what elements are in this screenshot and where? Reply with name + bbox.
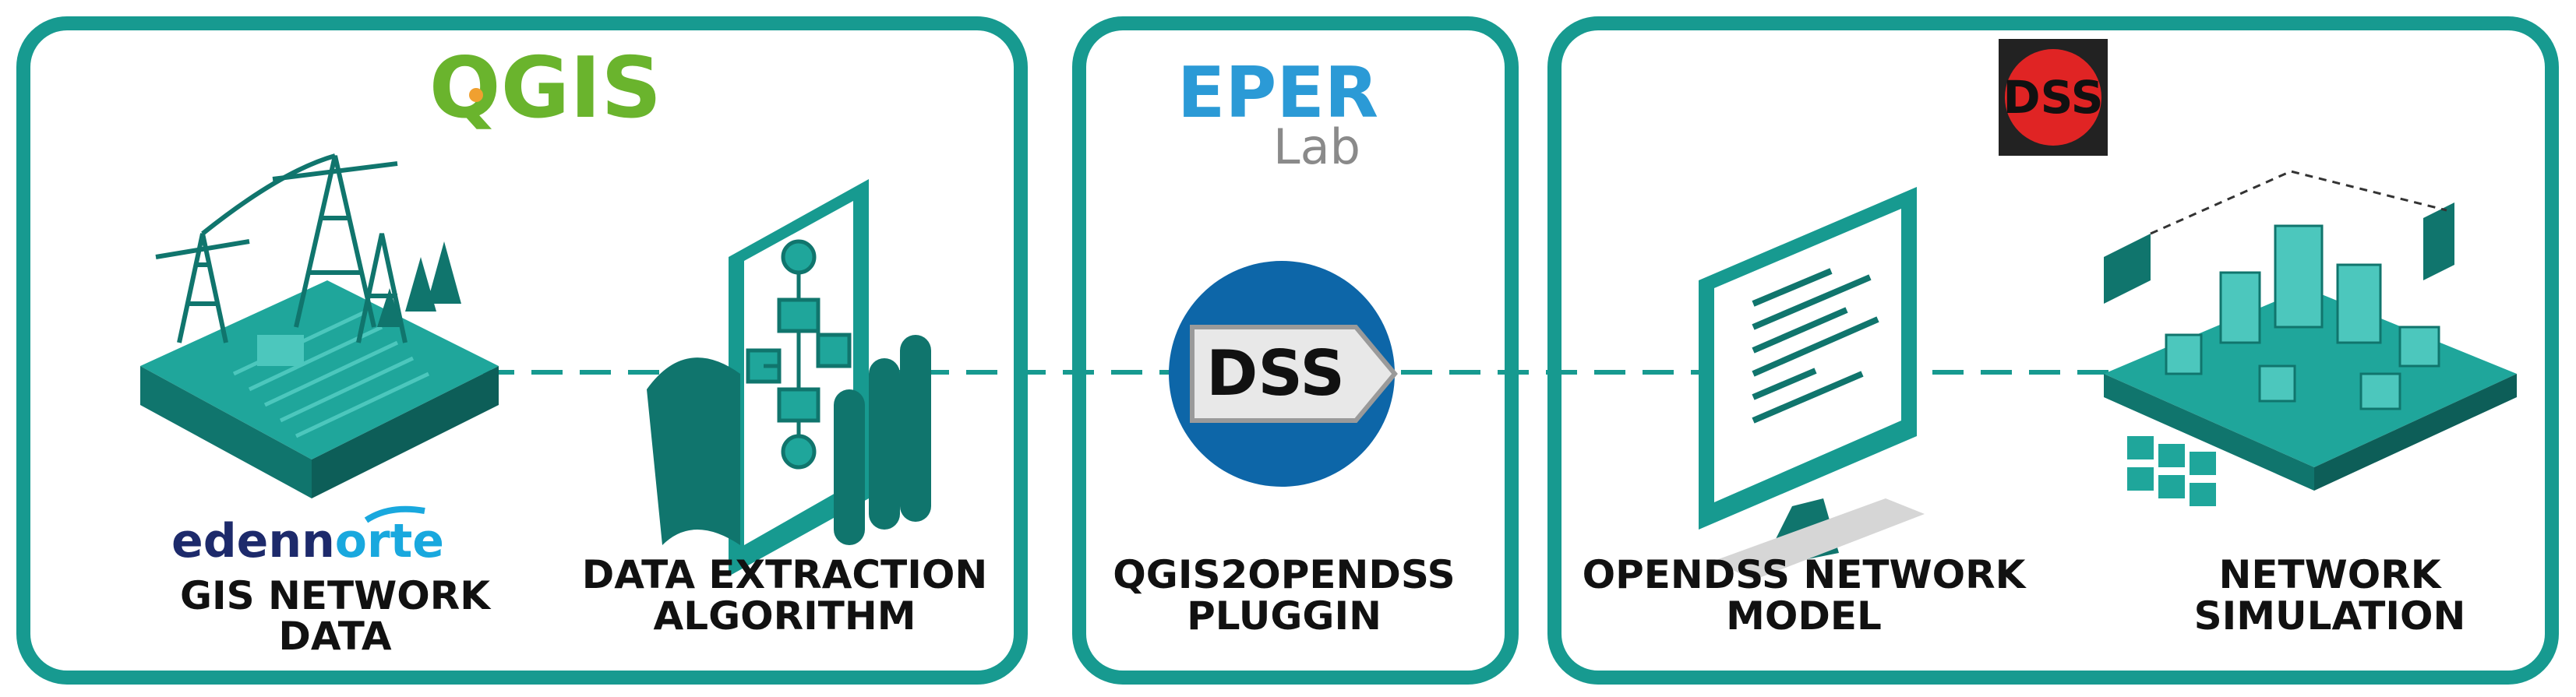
- code-monitor-illustration: [1699, 187, 1925, 580]
- caption-model-line1: OPENDSS NETWORK: [1583, 552, 2027, 597]
- edenorte-logo-swoosh: [364, 505, 425, 523]
- eper-logo-text: EPER: [1177, 52, 1378, 134]
- edenorte-logo-part1: eden: [171, 514, 302, 569]
- flowchart-illustration: [647, 179, 931, 576]
- caption-plugin-line1: QGIS2OPENDSS: [1113, 552, 1455, 597]
- qgis-logo-text: QGIS: [429, 40, 662, 137]
- qgis-logo-dot: [469, 88, 483, 102]
- dss-plugin-icon: DSS: [1169, 261, 1398, 487]
- qgis-logo: QGIS: [429, 40, 662, 137]
- caption-model-line2: MODEL: [1726, 593, 1882, 639]
- eper-lab-text: Lab: [1273, 118, 1360, 175]
- caption-data-extraction-line2: ALGORITHM: [654, 593, 916, 639]
- caption-plugin-line2: PLUGGIN: [1187, 593, 1382, 639]
- caption-simulation-line1: NETWORK: [2218, 552, 2442, 597]
- caption-gis-network-data-line2: DATA: [278, 614, 392, 659]
- eper-lab-logo: EPER Lab: [1177, 52, 1378, 175]
- caption-gis-network-data-line1: GIS NETWORK: [180, 573, 492, 618]
- power-grid-illustration: [140, 153, 499, 498]
- edenorte-logo-part2: orte: [335, 514, 444, 569]
- caption-simulation-line2: SIMULATION: [2194, 593, 2466, 639]
- svg-text:edennorte: edennorte: [171, 514, 444, 569]
- opendss-logo-text: DSS: [2003, 71, 2103, 124]
- captions: GIS NETWORK DATA DATA EXTRACTION ALGORIT…: [180, 552, 2465, 659]
- edenorte-logo: edennorte: [171, 505, 444, 569]
- edenorte-logo-n: n: [302, 514, 335, 569]
- caption-data-extraction-line1: DATA EXTRACTION: [582, 552, 987, 597]
- city-simulation-illustration: [2104, 170, 2517, 506]
- opendss-logo: DSS: [1999, 39, 2108, 156]
- dss-plugin-text: DSS: [1206, 337, 1345, 410]
